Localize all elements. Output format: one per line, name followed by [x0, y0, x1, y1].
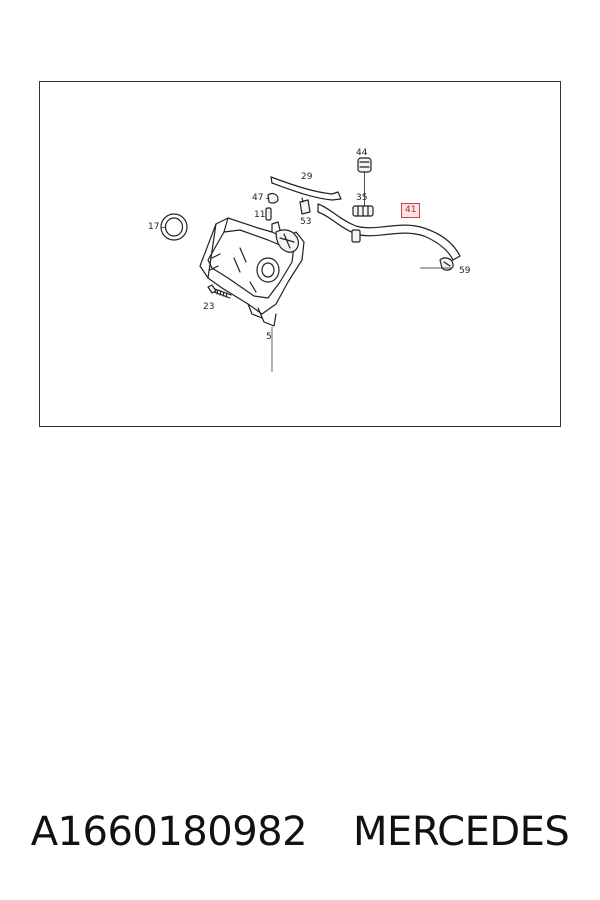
part-number: A1660180982: [30, 809, 308, 855]
valve-35: [352, 205, 374, 217]
parts-diagram-illustration: [160, 157, 461, 372]
callout-11: 11: [254, 210, 266, 220]
hose-29: [270, 176, 342, 201]
callout-53: 53: [300, 217, 312, 227]
callout-17: 17: [148, 222, 160, 232]
callout-5: 5: [266, 332, 272, 342]
clip-53: [299, 197, 311, 215]
cap-44: [357, 157, 372, 207]
callout-41-highlighted[interactable]: 41: [401, 203, 421, 218]
callout-47: 47: [252, 193, 264, 203]
brand-name: MERCEDES: [353, 809, 570, 855]
clip-59: [439, 257, 454, 271]
callout-23: 23: [203, 302, 215, 312]
clip-47: [267, 193, 279, 204]
parts-diagram-frame: 44 29 35 41 47 11 53 17 59 23 5: [39, 81, 561, 427]
product-caption: A1660180982 MERCEDES: [0, 800, 600, 864]
bolt-23: [207, 284, 232, 299]
callout-29: 29: [301, 172, 313, 182]
pin-11: [265, 207, 272, 221]
callout-59: 59: [459, 266, 471, 276]
hose-41: [317, 203, 461, 261]
callout-44: 44: [356, 148, 368, 158]
seal-ring-17: [160, 213, 188, 241]
callout-35: 35: [356, 193, 368, 203]
housing-5: [199, 217, 305, 327]
